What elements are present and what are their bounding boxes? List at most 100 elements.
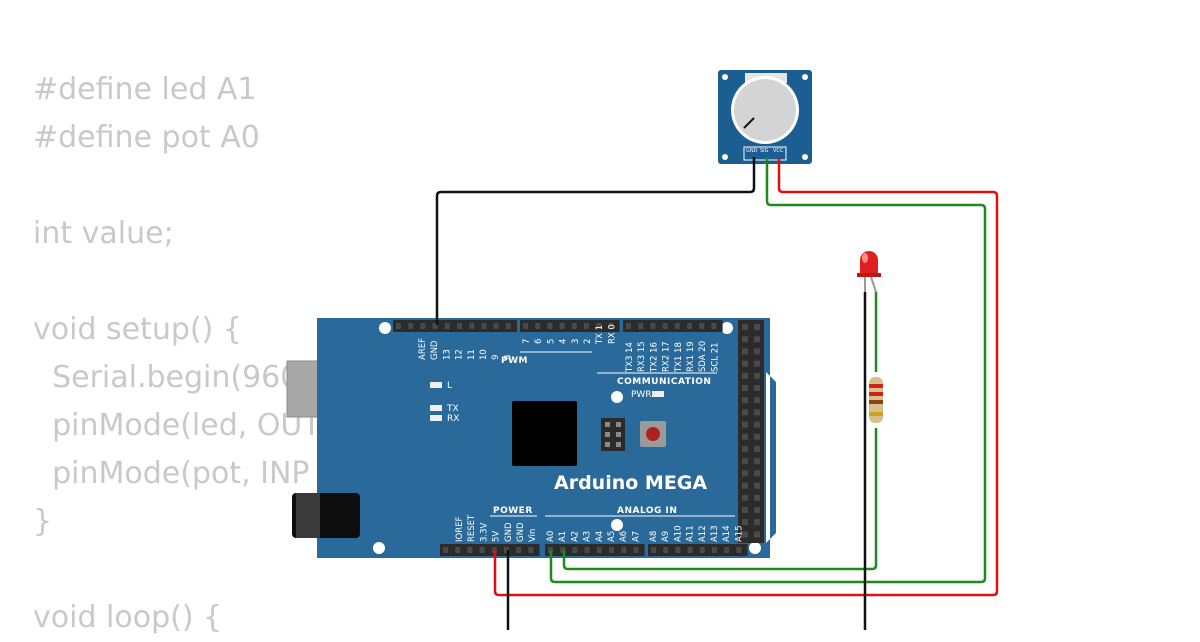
header-pin [675, 547, 681, 553]
header-pin [608, 323, 614, 329]
header-pin [742, 531, 748, 538]
led-rx-label: RX [447, 414, 459, 424]
header-pin [444, 323, 450, 329]
pin-label: A11 [686, 525, 696, 542]
header-bottom-power-body [440, 544, 540, 556]
code-line: #define pot A0 [33, 120, 260, 155]
mount-hole-middle-bottom [611, 519, 623, 531]
header-pin [754, 494, 760, 501]
header-pin [626, 323, 631, 329]
resistor [869, 377, 883, 423]
header-pin [754, 324, 760, 330]
red-led [857, 251, 881, 293]
header-pin [584, 547, 590, 553]
pin-label: SCL 21 [710, 342, 720, 372]
header-bottom-analog-a-body [545, 544, 645, 556]
pin-label: 9 [491, 355, 501, 360]
potentiometer-module: GND SIG VCC [718, 70, 812, 164]
header-pin [455, 547, 461, 553]
pin-label: RX1 19 [686, 341, 696, 372]
code-line: int value; [33, 216, 174, 251]
header-pin [469, 323, 475, 329]
header-pin [650, 323, 656, 329]
pin-label: TX3 14 [625, 342, 635, 373]
header-pin [712, 547, 717, 553]
header-pin [742, 348, 748, 355]
header-pin [742, 433, 748, 440]
communication-label: COMMUNICATION [617, 377, 711, 387]
pin-label: A5 [607, 531, 617, 542]
code-line: void setup() { [33, 312, 242, 347]
header-pin [535, 323, 541, 329]
pin-label: 12 [455, 349, 465, 360]
pin-label: A0 [546, 531, 556, 542]
pot-pin-gnd-label: GND [746, 148, 758, 154]
reset-button-cap [646, 427, 660, 441]
mount-hole-top-right [721, 322, 733, 334]
led-tx [430, 405, 442, 411]
header-pin [754, 397, 760, 404]
pin-label: AREF [418, 338, 428, 360]
pot-knob-indicator [743, 117, 755, 129]
header-right-body [738, 320, 764, 543]
header-pin [742, 409, 748, 416]
pin-label: 6 [534, 339, 544, 344]
pin-label: A9 [661, 531, 671, 542]
header-pin [572, 547, 578, 553]
header-pin [754, 385, 760, 391]
header-pin [754, 507, 760, 513]
pcb-right-edge [766, 318, 776, 558]
header-pin [584, 323, 589, 329]
mount-hole-top-left [379, 322, 391, 334]
header-pin [742, 482, 748, 489]
pot-pin-vcc-label: VCC [773, 148, 784, 154]
header-pin [505, 323, 511, 329]
pin-label: A7 [631, 531, 641, 542]
header-pin [408, 323, 414, 329]
pin-label: TX2 16 [649, 342, 659, 373]
header-pin [754, 433, 760, 440]
header-pin [742, 507, 748, 513]
header-pin [663, 547, 669, 553]
header-pin [742, 446, 748, 452]
pin-label: 2 [583, 339, 593, 344]
icsp-pin [605, 422, 610, 427]
header-pin [674, 323, 680, 329]
header-pin [699, 547, 705, 553]
header-bottom-power [440, 544, 540, 556]
icsp-pin [605, 432, 610, 437]
header-top-digital-body [520, 320, 620, 332]
pin-label: A3 [583, 531, 593, 542]
pin-label: 11 [467, 349, 477, 360]
header-pin [754, 372, 760, 379]
pin-label: 5V [492, 531, 502, 542]
header-pin [571, 323, 577, 329]
pin-label: 8 [503, 355, 513, 360]
header-pin [687, 323, 692, 329]
pin-label: GND [516, 522, 526, 542]
icsp-pin [616, 442, 621, 447]
pin-label: A8 [649, 531, 659, 542]
header-pin [432, 323, 438, 329]
power-label: POWER [493, 506, 533, 516]
header-pin [638, 323, 644, 329]
pwm-label: PWM [501, 356, 528, 366]
header-pin [516, 547, 522, 553]
icsp-pins [605, 422, 621, 447]
mount-hole-bottom-left [373, 542, 385, 554]
header-pin [742, 470, 748, 477]
header-pin [754, 519, 760, 526]
header-pin [724, 547, 730, 553]
header-pin [754, 336, 760, 343]
header-pin [742, 360, 748, 367]
icsp-header [601, 418, 625, 451]
led-tx-label: TX [446, 404, 459, 414]
pin-label: GND [430, 340, 440, 360]
header-pin [420, 323, 426, 329]
header-pin [662, 323, 668, 329]
led-l-label: L [447, 381, 452, 391]
pin-label: RX2 17 [662, 341, 672, 372]
header-top-communication [623, 320, 723, 332]
